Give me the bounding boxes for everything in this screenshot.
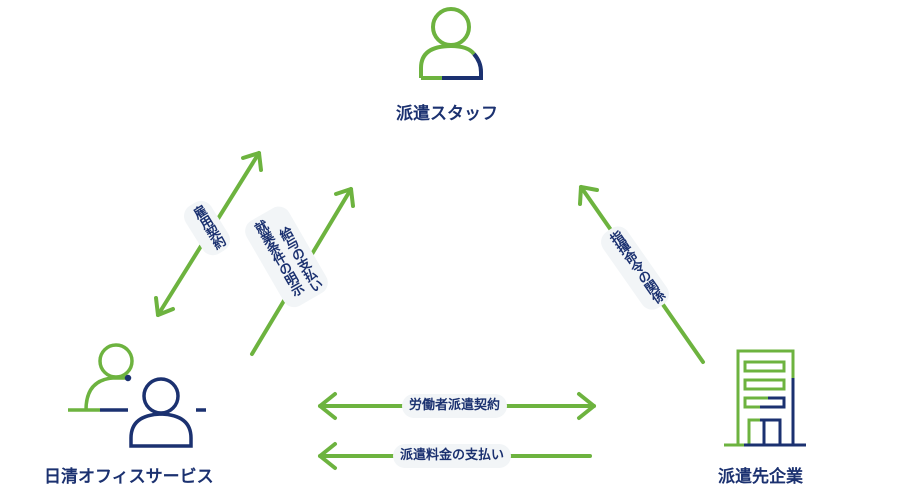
person-icon — [419, 7, 483, 80]
staff-label: 派遣スタッフ — [396, 104, 498, 124]
dispatch-contract-label: 労働者派遣契約 — [402, 394, 508, 419]
client-label: 派遣先企業 — [718, 467, 803, 487]
agency-label: 日清オフィスサービス — [44, 467, 214, 487]
building-icon — [724, 349, 806, 447]
people-icon — [68, 343, 206, 448]
payment-label: 派遣料金の支払い — [393, 444, 512, 469]
